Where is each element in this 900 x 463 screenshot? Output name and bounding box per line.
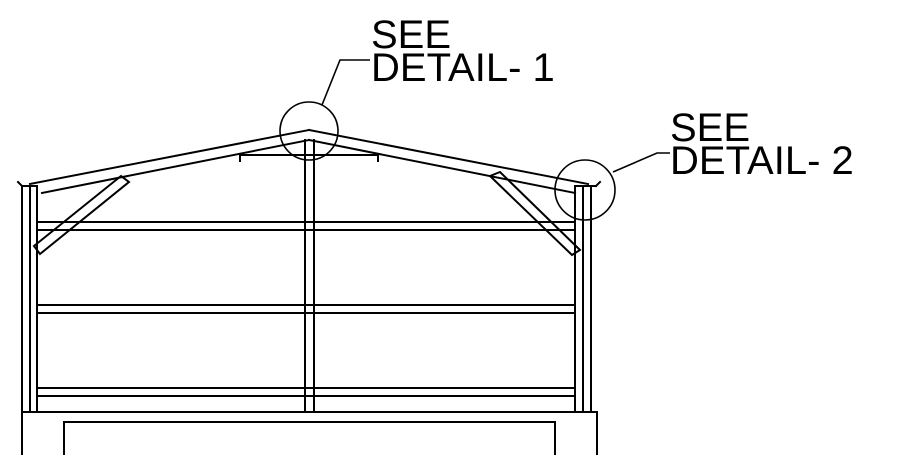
detail-2-circle: [554, 159, 616, 221]
detail-1-circle: [279, 101, 339, 161]
detail-2-leader: [612, 152, 670, 173]
center-column: [304, 139, 315, 413]
detail-2-see-text: SEE: [670, 106, 751, 150]
detail-1-callout: [279, 59, 370, 161]
detail-1-see-text: SEE: [371, 13, 452, 57]
detail-2-number-text: DETAIL- 2: [670, 139, 854, 183]
detail-2-callout: [554, 152, 670, 221]
detail-1-number-text: DETAIL- 1: [371, 46, 555, 90]
knee-braces: [32, 170, 582, 257]
detail-1-label: SEE DETAIL- 1: [371, 13, 555, 90]
detail-2-label: SEE DETAIL- 2: [670, 106, 854, 183]
roof-rafters: [28, 128, 590, 195]
horizontal-girts: [36, 221, 576, 397]
detail-1-leader: [321, 59, 370, 106]
right-column: [574, 180, 602, 413]
foundation: [21, 411, 598, 455]
left-column: [16, 180, 38, 413]
